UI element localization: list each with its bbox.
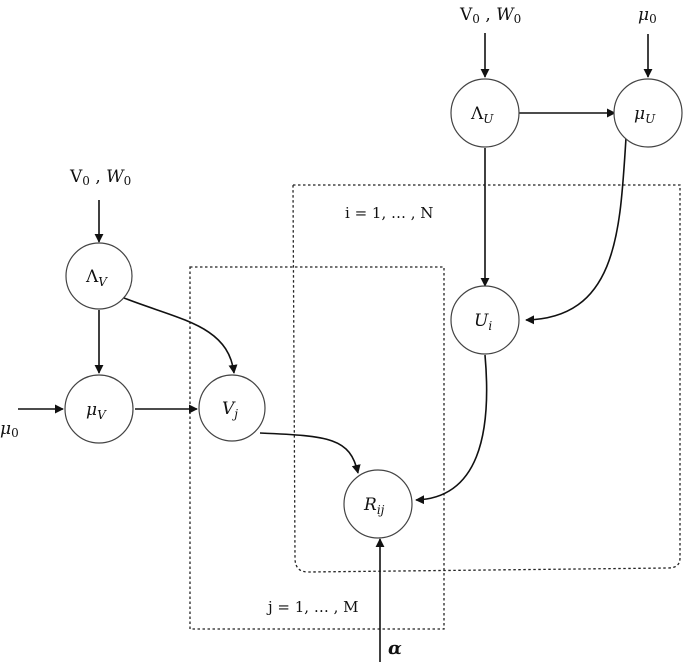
node-lambda-u: ΛU bbox=[450, 78, 520, 148]
node-v-j: Vj bbox=[198, 374, 266, 442]
node-mu-u: μU bbox=[613, 78, 683, 148]
svg-text:μV: μV bbox=[86, 400, 107, 422]
plate-users-label: i = 1, … , N bbox=[345, 204, 433, 222]
plate-users bbox=[292, 184, 681, 573]
edge-mu-u-to-u-i bbox=[525, 137, 627, 325]
svg-text:ΛV: ΛV bbox=[85, 267, 108, 289]
edge-lambda-v-to-v-j bbox=[123, 297, 238, 374]
svg-text:Ui: Ui bbox=[474, 311, 492, 333]
node-mu-v: μV bbox=[64, 374, 134, 444]
input-alpha: α bbox=[388, 638, 402, 659]
node-r-ij: Rij bbox=[343, 469, 413, 539]
node-u-i: Ui bbox=[450, 285, 520, 355]
plate-items bbox=[189, 266, 445, 630]
svg-text:Rij: Rij bbox=[363, 495, 385, 517]
edge-u-i-to-r-ij bbox=[415, 354, 488, 505]
input-v0-w0-top: V0 , W0 bbox=[459, 5, 521, 26]
svg-text:Vj: Vj bbox=[222, 399, 238, 421]
input-v0-w0-left: V0 , W0 bbox=[69, 167, 131, 188]
input-mu0-top: μ0 bbox=[638, 5, 657, 26]
node-lambda-v: ΛV bbox=[65, 242, 133, 310]
input-mu0-left: μ0 bbox=[0, 419, 19, 440]
svg-text:μU: μU bbox=[634, 104, 656, 126]
plate-items-label: j = 1, … , M bbox=[266, 598, 359, 616]
edge-v-j-to-r-ij bbox=[259, 432, 361, 474]
svg-text:ΛU: ΛU bbox=[470, 104, 494, 126]
